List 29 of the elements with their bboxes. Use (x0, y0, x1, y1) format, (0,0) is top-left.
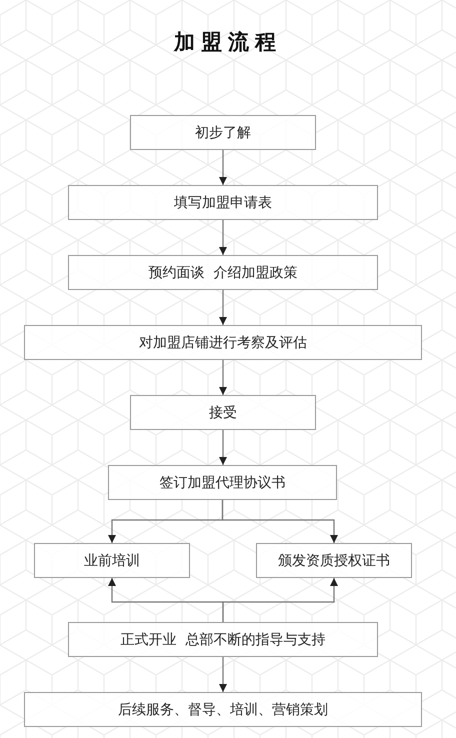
step-label: 预约面谈 介绍加盟政策 (148, 264, 298, 282)
step-label: 正式开业 总部不断的指导与支持 (120, 630, 326, 648)
arrow (219, 657, 227, 692)
process-box (130, 395, 316, 430)
arrow (219, 150, 227, 185)
step-label: 填写加盟申请表 (174, 194, 272, 212)
arrow (219, 220, 227, 255)
process-box (108, 465, 337, 500)
step-label: 业前培训 (84, 552, 140, 570)
step-label: 颁发资质授权证书 (278, 552, 390, 570)
diagram-title: 加盟流程 (174, 29, 282, 54)
process-box (68, 185, 378, 220)
step-label: 对加盟店铺进行考察及评估 (139, 334, 307, 352)
arrow (219, 290, 227, 325)
step-label: 签订加盟代理协议书 (160, 474, 286, 492)
step-label: 后续服务、督导、培训、营销策划 (118, 700, 328, 718)
arrow (219, 430, 227, 465)
arrow (222, 500, 338, 543)
arrow (222, 578, 338, 622)
arrow (219, 360, 227, 395)
process-box (68, 622, 378, 657)
process-box (130, 115, 316, 150)
process-box (34, 543, 190, 578)
process-box (256, 543, 412, 578)
process-box (68, 255, 378, 290)
process-box (24, 692, 422, 727)
step-label: 接受 (209, 404, 237, 422)
process-box (24, 325, 422, 360)
step-label: 初步了解 (195, 124, 251, 142)
